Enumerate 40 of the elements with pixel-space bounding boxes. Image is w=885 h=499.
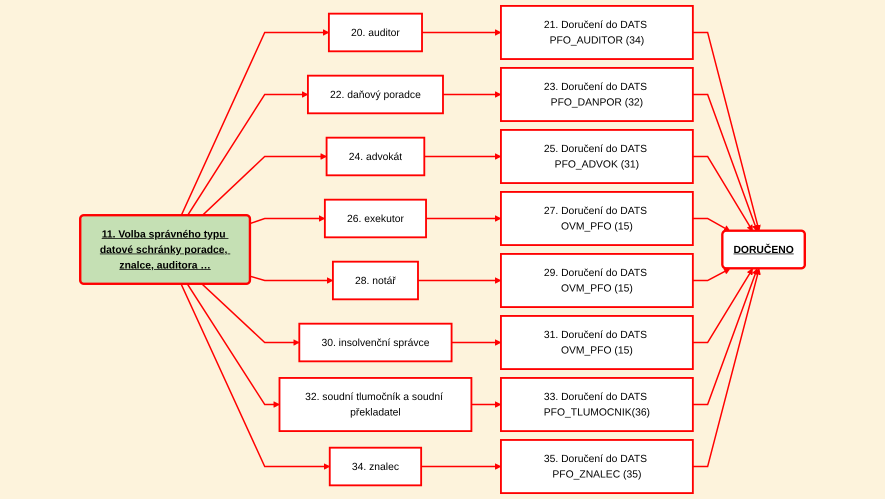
arrow bbox=[692, 268, 761, 468]
arrow bbox=[422, 29, 502, 36]
arrow bbox=[180, 29, 330, 216]
node-box: 30. insolvenční správce bbox=[298, 322, 453, 362]
node-box: 32. soudní tlumočník a soudní překladatel bbox=[278, 377, 472, 432]
node-box: 34. znalec bbox=[328, 446, 422, 486]
arrow bbox=[692, 268, 758, 406]
node-box: 26. exekutor bbox=[324, 198, 427, 238]
node-box: 20. auditor bbox=[328, 12, 423, 52]
arrow bbox=[442, 91, 502, 98]
arrow bbox=[692, 218, 730, 232]
node-box: 22. daňový poradce bbox=[306, 74, 444, 114]
arrow bbox=[692, 32, 761, 232]
node-box: 21. Doručení do DATS PFO_AUDITOR (34) bbox=[500, 4, 694, 60]
arrow bbox=[426, 215, 502, 222]
arrow bbox=[250, 215, 326, 224]
node-box: 27. Doručení do DATS OVM_PFO (15) bbox=[500, 191, 694, 246]
arrow bbox=[202, 284, 300, 346]
arrow bbox=[692, 268, 730, 282]
arrow bbox=[250, 276, 334, 284]
node-box: 28. notář bbox=[332, 260, 419, 300]
arrow bbox=[692, 268, 753, 344]
arrow bbox=[418, 277, 502, 284]
arrow bbox=[186, 284, 280, 408]
arrow bbox=[180, 284, 330, 470]
arrow bbox=[186, 91, 308, 216]
arrow bbox=[692, 94, 758, 232]
arrow bbox=[424, 153, 502, 160]
node-box: 29. Doručení do DATS OVM_PFO (15) bbox=[500, 253, 694, 308]
arrow bbox=[692, 156, 753, 232]
arrow bbox=[421, 463, 502, 470]
arrow bbox=[202, 153, 327, 216]
node-box: 35. Doručení do DATS PFO_ZNALEC (35) bbox=[500, 439, 694, 494]
node-box: 24. advokát bbox=[326, 136, 426, 176]
node-box: 31. Doručení do DATS OVM_PFO (15) bbox=[500, 315, 694, 370]
node-box: 33. Doručení do DATS PFO_TLUMOCNIK(36) bbox=[500, 377, 694, 432]
node-box: 23. Doručení do DATS PFO_DANPOR (32) bbox=[500, 66, 694, 122]
arrow bbox=[452, 339, 502, 346]
arrow bbox=[471, 401, 502, 408]
node-box: 25. Doručení do DATS PFO_ADVOK (31) bbox=[500, 129, 694, 184]
